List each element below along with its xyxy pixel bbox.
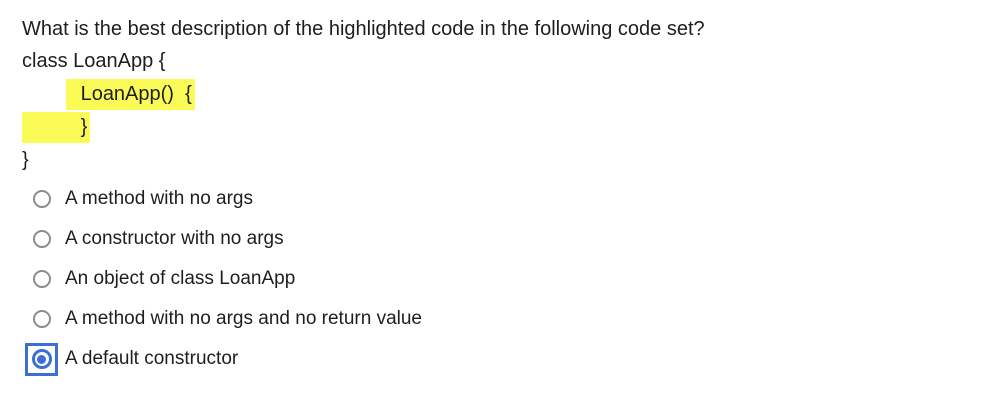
radio-ring [32, 270, 51, 288]
option-label: A constructor with no args [65, 228, 284, 249]
radio-ring [31, 349, 52, 369]
code-line: LoanApp() { [22, 78, 1004, 111]
question-text: What is the best description of the high… [22, 18, 705, 40]
radio-button[interactable] [25, 303, 58, 336]
highlighted-code-segment: } [22, 112, 91, 143]
code-line: class LoanApp { [22, 45, 1004, 78]
code-line: } [22, 111, 1004, 144]
option-label: A method with no args [65, 188, 253, 209]
option-row[interactable]: A method with no args [22, 179, 1004, 219]
radio-ring [32, 310, 51, 328]
option-row[interactable]: An object of class LoanApp [22, 259, 1004, 299]
code-block: class LoanApp { LoanApp() { }} [22, 45, 1004, 177]
radio-button[interactable] [25, 183, 58, 216]
code-segment: } [22, 149, 29, 171]
option-label: A default constructor [65, 348, 239, 369]
options-list: A method with no args A constructor with … [22, 179, 1004, 379]
option-row[interactable]: A constructor with no args [22, 219, 1004, 259]
code-segment: class LoanApp { [22, 50, 166, 72]
code-segment [22, 83, 66, 106]
radio-button[interactable] [25, 223, 58, 256]
radio-ring [32, 190, 51, 208]
radio-button[interactable] [25, 263, 58, 296]
radio-ring [32, 230, 51, 248]
option-label: A method with no args and no return valu… [65, 308, 423, 329]
radio-dot [37, 354, 46, 364]
option-label: An object of class LoanApp [65, 268, 296, 289]
code-line: } [22, 144, 1004, 177]
radio-button-selected[interactable] [25, 342, 58, 376]
option-row[interactable]: A method with no args and no return valu… [22, 299, 1004, 339]
option-row[interactable]: A default constructor [22, 339, 1004, 379]
highlighted-code-segment: LoanApp() { [66, 79, 195, 110]
